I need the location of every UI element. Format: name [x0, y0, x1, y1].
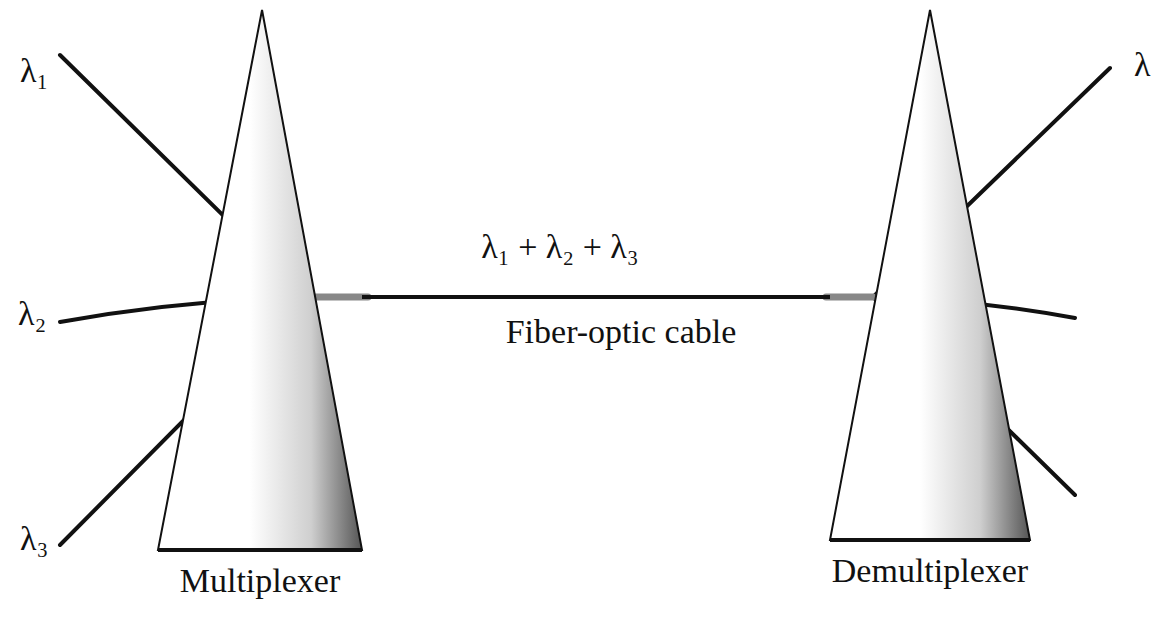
- prism-outline: [830, 10, 1030, 540]
- prism: Multiplexer: [158, 10, 362, 550]
- prism-label: Demultiplexer: [832, 552, 1028, 589]
- wavelength-label: λ: [1134, 46, 1151, 83]
- wavelength-label: λ₂: [18, 295, 46, 332]
- wavelength-label: λ₁: [20, 52, 48, 89]
- prism-base: [158, 548, 362, 552]
- wavelength-label: λ₃: [20, 520, 48, 557]
- prism-label: Multiplexer: [180, 562, 341, 599]
- prism-base: [830, 538, 1030, 542]
- fiber-optic-line: [362, 295, 830, 299]
- fiber-stub: [826, 294, 873, 301]
- prism: Demultiplexer: [830, 10, 1030, 540]
- prism-body: [158, 10, 362, 550]
- prism-outline: [158, 10, 362, 550]
- prism-body: [830, 10, 1030, 540]
- cable-label: Fiber-optic cable: [506, 313, 737, 350]
- signal-sum: λ₁ + λ₂ + λ₃: [481, 228, 638, 265]
